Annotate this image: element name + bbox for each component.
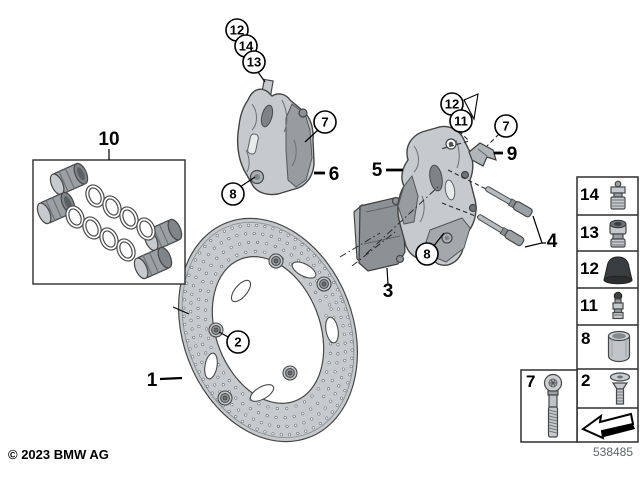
svg-text:12: 12 (445, 97, 459, 112)
label-9[interactable]: 9 (507, 144, 518, 165)
callout-8-right[interactable]: 8 (415, 242, 439, 266)
svg-text:2: 2 (581, 371, 590, 390)
svg-text:7: 7 (526, 372, 535, 391)
callout-2[interactable]: 2 (226, 330, 250, 354)
legend-row-12[interactable]: 12 (580, 256, 633, 285)
pad-channel (397, 174, 419, 225)
countersunk-screw-washer-icon (609, 372, 631, 405)
disc-rivets (208, 253, 332, 406)
legend-table: 14 13 12 (520, 176, 639, 443)
svg-text:14: 14 (239, 39, 254, 54)
banjo-hole (298, 108, 308, 118)
legend-bolt-cell[interactable]: 7 (526, 372, 563, 438)
guide-bushing-icon (607, 330, 631, 363)
guide-pins (477, 186, 533, 247)
pin-hole (468, 203, 478, 213)
caliper-bolt-icon (543, 373, 563, 438)
label-4[interactable]: 4 (547, 231, 558, 252)
bridge-window (260, 104, 274, 128)
repair-kit-box (32, 159, 186, 285)
seal-rings (65, 184, 156, 262)
legend-frame (576, 176, 639, 443)
brake-pads (353, 196, 406, 272)
bridge-window (429, 164, 443, 192)
brake-disc (177, 217, 359, 443)
bleeder-adapter-icon (609, 219, 627, 248)
svg-text:13: 13 (580, 223, 599, 242)
svg-text:13: 13 (247, 55, 261, 70)
svg-text:14: 14 (580, 185, 599, 204)
svg-text:11: 11 (454, 114, 468, 129)
callout-7-left[interactable]: 7 (313, 110, 337, 134)
disc-rivet (316, 276, 332, 292)
label-6[interactable]: 6 (329, 164, 340, 185)
svg-text:8: 8 (423, 247, 430, 262)
svg-text:7: 7 (321, 115, 328, 130)
disc-rivet (217, 390, 233, 406)
callout-11-right[interactable]: 11 (449, 109, 473, 133)
copyright-text: © 2023 BMW AG (8, 447, 109, 462)
disc-rivet (208, 322, 224, 338)
disc-slots (204, 261, 339, 402)
svg-text:12: 12 (580, 259, 599, 278)
piston-icon (133, 246, 173, 280)
retaining-clip (468, 142, 497, 167)
legend-row-14[interactable]: 14 (580, 180, 626, 210)
disc-rivet (268, 253, 284, 269)
label-10[interactable]: 10 (98, 129, 119, 150)
callouts: 12 14 13 7 8 12 11 7 8 2 10 6 5 9 4 3 1 (98, 18, 558, 391)
svg-text:2: 2 (234, 335, 241, 350)
guide-pin (485, 186, 533, 218)
svg-text:11: 11 (580, 296, 598, 315)
legend-row-8[interactable]: 8 (581, 329, 631, 363)
svg-text:12: 12 (230, 23, 244, 38)
legend-arrow-cell (581, 412, 635, 440)
pad-backing (285, 103, 313, 188)
label-1[interactable]: 1 (147, 370, 158, 391)
rubber-dust-cap-icon (603, 256, 633, 285)
legend-row-11[interactable]: 11 (580, 291, 624, 320)
svg-text:7: 7 (502, 119, 509, 134)
bridge-window (247, 133, 259, 155)
guide-pin (477, 214, 525, 247)
index-flag (463, 93, 479, 121)
legend-row-2[interactable]: 2 (581, 371, 631, 405)
svg-text:8: 8 (229, 187, 236, 202)
piston-icon (49, 162, 89, 196)
bridge-window (444, 179, 456, 201)
bleeder-screw-icon (612, 291, 624, 320)
legend-row-13[interactable]: 13 (580, 219, 627, 248)
right-caliper (397, 125, 478, 266)
diagram-number: 538485 (593, 445, 633, 459)
direction-arrow-icon (581, 412, 635, 440)
disc-rivet (282, 365, 298, 381)
bleeder-valve-icon (610, 180, 626, 210)
left-caliper (236, 78, 315, 196)
callout-7-right[interactable]: 7 (494, 114, 518, 138)
callout-8-left[interactable]: 8 (221, 182, 245, 206)
leader-lines (108, 71, 546, 381)
svg-text:8: 8 (581, 329, 590, 348)
label-5[interactable]: 5 (372, 160, 383, 181)
callout-13-left[interactable]: 13 (242, 50, 266, 74)
label-3[interactable]: 3 (383, 281, 394, 302)
